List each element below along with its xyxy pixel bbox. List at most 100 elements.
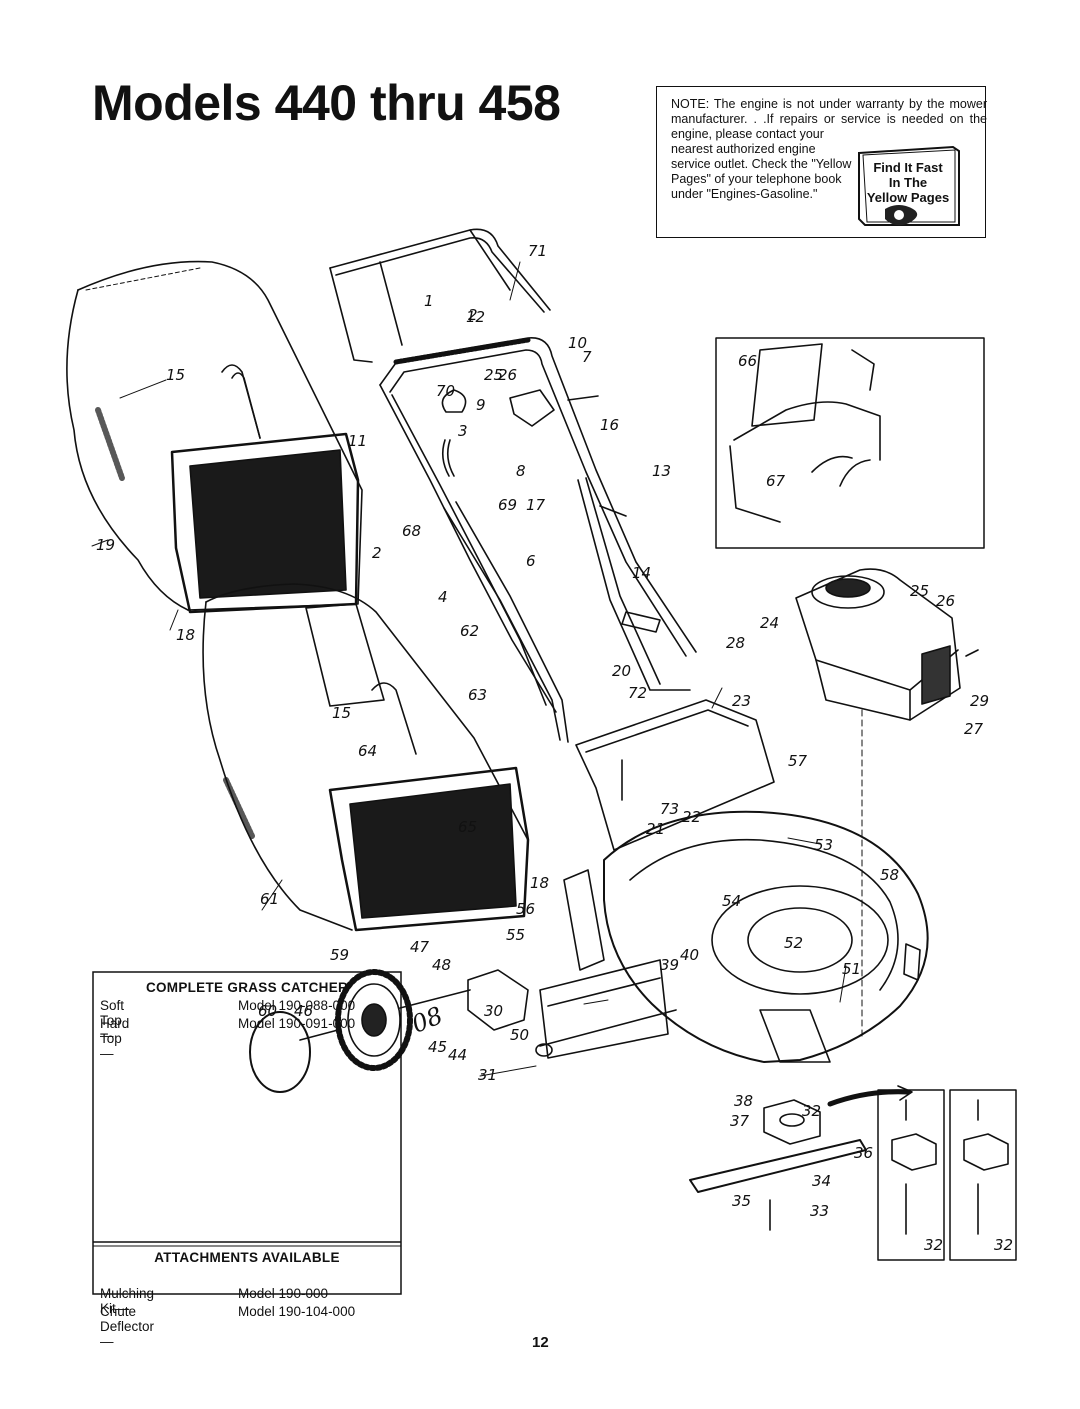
inset-66-67 (715, 337, 985, 549)
part-callouts: 71 1 2 10 7 25 26 15 70 9 16 3 11 8 13 6… (96, 242, 1013, 1254)
blade-assembly (689, 1085, 913, 1231)
mower-deck (539, 810, 929, 1063)
callout: 72 (628, 684, 647, 702)
callout: 33 (810, 1202, 829, 1220)
callout: 57 (788, 752, 808, 770)
callout: 60 (258, 1002, 277, 1020)
rear-axle (535, 1009, 677, 1057)
callout: 53 (814, 836, 833, 854)
page-title: Models 440 thru 458 (92, 75, 561, 131)
callout: 40 (680, 946, 699, 964)
upper-handle (329, 228, 551, 363)
callout: 36 (854, 1144, 873, 1162)
page-number: 12 (532, 1334, 549, 1351)
callout: 59 (330, 946, 349, 964)
callout: 31 (478, 1066, 497, 1084)
callout: 50 (510, 1026, 529, 1044)
row-label: Chute Deflector— (100, 1304, 155, 1349)
callout: 13 (652, 462, 671, 480)
callout: 17 (526, 496, 546, 514)
callout: 1 (424, 292, 434, 310)
callout: 26 (498, 366, 517, 384)
logo-line-2: In The (888, 175, 928, 190)
soft-top-grass-catcher (66, 260, 363, 614)
callout: 47 (410, 938, 430, 956)
callout: 25 (484, 366, 503, 384)
engine (795, 568, 979, 1041)
callout: 66 (738, 352, 757, 370)
callout: 70 (436, 382, 455, 400)
callout: 6 (526, 552, 536, 570)
callout: 8 (516, 462, 526, 480)
callout: 65 (458, 818, 477, 836)
note-text-side: nearest authorized engine service outlet… (671, 142, 852, 201)
callout: 11 (348, 432, 367, 450)
callout: 46 (294, 1002, 313, 1020)
row-model: Model 190-000 (238, 1286, 329, 1301)
callout: 25 (910, 582, 929, 600)
callout: 69 (498, 496, 517, 514)
callout: 15 (166, 366, 185, 384)
rear-deflector (575, 699, 775, 851)
callout: 29 (970, 692, 989, 710)
callout: 62 (460, 622, 479, 640)
blade-adapter-insets (877, 1089, 1017, 1261)
callout: 58 (880, 866, 899, 884)
callout: 48 (432, 956, 451, 974)
callout: 2 (372, 544, 382, 562)
callout: 32 (802, 1102, 821, 1120)
callout: 7 (582, 348, 592, 366)
callout: 14 (632, 564, 651, 582)
callout: 12 (466, 308, 485, 326)
callout: 52 (784, 934, 803, 952)
note-text-top: NOTE: The engine is not under warranty b… (671, 97, 987, 141)
callout-leader-lines (91, 261, 847, 1077)
row-model: Model 190-104-000 (238, 1304, 356, 1319)
lower-handle (443, 477, 691, 743)
engine-warranty-note: NOTE: The engine is not under warranty b… (656, 86, 987, 238)
callout: 30 (484, 1002, 503, 1020)
callout: 24 (760, 614, 779, 632)
callout: 38 (734, 1092, 753, 1110)
callout: 71 (528, 242, 547, 260)
logo-line-3: Yellow Pages (866, 190, 950, 205)
callout: 16 (600, 416, 619, 434)
callout: 15 (332, 704, 351, 722)
callout: 63 (468, 686, 487, 704)
callout: 4 (438, 588, 448, 606)
callout: 18 (530, 874, 549, 892)
callout: 18 (176, 626, 195, 644)
callout: 51 (842, 960, 861, 978)
callout: 54 (722, 892, 741, 910)
callout: 39 (660, 956, 679, 974)
callout: 9 (476, 396, 486, 414)
yellow-pages-logo: Find It Fast In The Yellow Pages (855, 145, 963, 231)
callout: 55 (506, 926, 525, 944)
callout: 22 (682, 808, 701, 826)
callout: 32 (924, 1236, 943, 1254)
callout: 28 (726, 634, 745, 652)
callout: 61 (260, 890, 279, 908)
callout: 68 (402, 522, 421, 540)
callout: 20 (612, 662, 631, 680)
hard-top-grass-catcher (202, 583, 530, 932)
callout: 32 (994, 1236, 1013, 1254)
callout: 10 (568, 334, 587, 352)
callout: 44 (448, 1046, 467, 1064)
callout: 26 (936, 592, 955, 610)
yellow-pages-logo-icon (858, 145, 960, 226)
callout: 27 (964, 720, 984, 738)
callout: 2 (468, 306, 478, 324)
callout: 37 (730, 1112, 750, 1130)
callout: 64 (358, 742, 377, 760)
callout: 19 (96, 536, 115, 554)
callout: 3 (458, 422, 468, 440)
callout: 21 (646, 820, 665, 838)
callout: 23 (732, 692, 751, 710)
callout: 35 (732, 1192, 751, 1210)
attachments-section: Mulching Kit— Model 190-000 Chute Deflec… (92, 1266, 402, 1349)
callout: 73 (660, 800, 679, 818)
logo-line-1: Find It Fast (873, 160, 943, 175)
callout: 34 (812, 1172, 831, 1190)
